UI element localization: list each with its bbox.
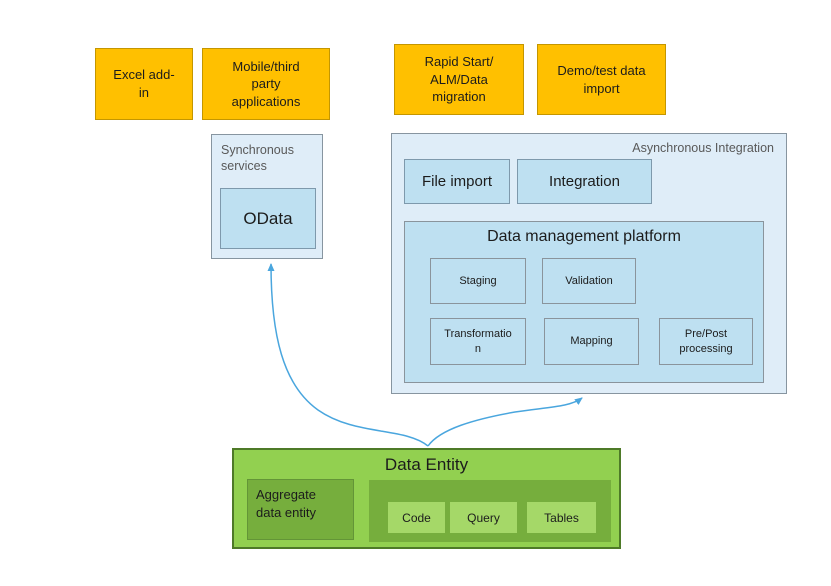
box-rapidstart-migration-label: Rapid Start/ ALM/Data migration [424, 54, 494, 105]
data-entity-title: Data Entity [384, 455, 469, 474]
box-query: Query [450, 502, 517, 533]
box-demo-data-import: Demo/test data import [537, 44, 666, 115]
container-data-management-platform: Data management platform Staging Validat… [404, 221, 764, 383]
box-staging: Staging [430, 258, 526, 304]
box-excel-addin: Excel add- in [95, 48, 193, 120]
data-management-platform-title: Data management platform [487, 228, 681, 245]
box-staging-label: Staging [459, 274, 497, 287]
box-validation-label: Validation [565, 274, 613, 287]
box-tables: Tables [527, 502, 596, 533]
box-mobile-apps-label: Mobile/third party applications [231, 58, 301, 109]
container-entity-components: Code Query Tables [369, 480, 611, 542]
box-rapidstart-migration: Rapid Start/ ALM/Data migration [394, 44, 524, 115]
box-code-label: Code [402, 510, 431, 525]
box-file-import: File import [404, 159, 510, 204]
box-aggregate-data-entity: Aggregate data entity [247, 479, 354, 540]
box-integration: Integration [517, 159, 652, 204]
asynchronous-integration-label: Asynchronous Integration [632, 141, 774, 155]
box-integration-label: Integration [549, 173, 620, 190]
box-demo-data-import-label: Demo/test data import [557, 62, 646, 96]
box-transformation-label: Transformatio n [444, 327, 512, 355]
container-synchronous-services: Synchronous services OData [211, 134, 323, 259]
box-excel-addin-label: Excel add- in [113, 67, 175, 100]
box-odata-label: OData [243, 208, 293, 228]
container-data-entity: Data Entity Aggregate data entity Code Q… [232, 448, 621, 549]
box-prepost-processing: Pre/Post processing [659, 318, 753, 365]
box-query-label: Query [467, 510, 500, 525]
box-file-import-label: File import [421, 173, 492, 190]
box-validation: Validation [542, 258, 636, 304]
box-prepost-processing-label: Pre/Post processing [679, 327, 733, 355]
arrow-entity-to-async [427, 397, 583, 447]
box-transformation: Transformatio n [430, 318, 526, 365]
box-mapping: Mapping [544, 318, 639, 365]
box-odata: OData [220, 188, 316, 249]
box-mapping-label: Mapping [570, 335, 613, 348]
box-tables-label: Tables [544, 510, 579, 525]
synchronous-services-label: Synchronous services [221, 143, 294, 174]
box-code: Code [388, 502, 445, 533]
box-mobile-apps: Mobile/third party applications [202, 48, 330, 120]
box-aggregate-data-entity-label: Aggregate data entity [256, 487, 316, 520]
container-asynchronous-integration: Asynchronous Integration File import Int… [391, 133, 787, 394]
